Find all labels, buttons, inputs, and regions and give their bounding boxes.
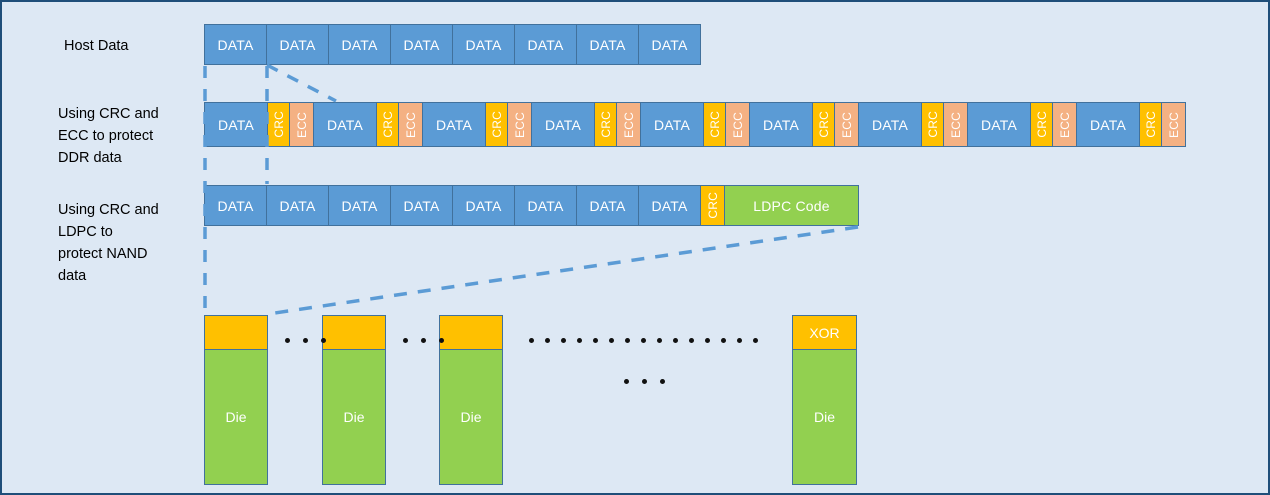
block-crc: CRC [267,102,290,147]
die-column-3: Die [439,315,503,485]
block-ecc-label: ECC [1166,111,1181,138]
block-data: DATA [204,185,267,226]
die-body-cell: Die [439,350,503,485]
die-body-cell: Die [322,350,386,485]
block-ecc: ECC [398,102,423,147]
ellipsis-lower-row [624,379,665,384]
block-data: DATA [204,24,267,65]
block-data: DATA [452,24,515,65]
block-crc-label: CRC [705,192,720,219]
ellipsis-between-die2-die3 [403,338,444,343]
block-data: DATA [452,185,515,226]
block-data: DATA [749,102,813,147]
block-data: DATA [576,24,639,65]
block-crc: CRC [1139,102,1162,147]
block-ecc: ECC [616,102,641,147]
die-column-1: Die [204,315,268,485]
block-crc-label: CRC [380,111,395,138]
block-ecc-label: ECC [1057,111,1072,138]
block-ecc-label: ECC [512,111,527,138]
block-data: DATA [967,102,1031,147]
die-body-cell: Die [792,350,857,485]
connector-diagonal-host-to-ddr [266,63,337,103]
block-crc: CRC [594,102,617,147]
die-column-2: Die [322,315,386,485]
row-label-host-data: Host Data [64,38,129,54]
block-crc-label: CRC [925,111,940,138]
block-ecc: ECC [1052,102,1077,147]
block-data: DATA [422,102,486,147]
block-data: DATA [858,102,922,147]
block-ecc-label: ECC [294,111,309,138]
die-top-cell [322,315,386,350]
block-ecc: ECC [507,102,532,147]
block-crc: CRC [485,102,508,147]
block-crc: CRC [921,102,944,147]
block-ecc-label: ECC [621,111,636,138]
block-data: DATA [514,185,577,226]
row-label-nand-protect: Using CRC and LDPC to protect NAND data [58,202,159,284]
block-ecc: ECC [834,102,859,147]
block-ecc-label: ECC [403,111,418,138]
block-data: DATA [390,24,453,65]
block-crc-label: CRC [271,111,286,138]
ellipsis-long-row [529,338,758,343]
block-data: DATA [531,102,595,147]
block-data: DATA [640,102,704,147]
row-label-ddr-protect: Using CRC and ECC to protect DDR data [58,106,159,166]
block-data: DATA [1076,102,1140,147]
die-column-xor: XOR Die [792,315,857,485]
block-ldpc: LDPC Code [724,185,859,226]
block-data: DATA [390,185,453,226]
block-data: DATA [328,185,391,226]
block-crc: CRC [812,102,835,147]
die-body-cell: Die [204,350,268,485]
block-data: DATA [576,185,639,226]
xor-cell: XOR [792,315,857,350]
block-crc-label: CRC [1034,111,1049,138]
block-crc: CRC [376,102,399,147]
block-data: DATA [514,24,577,65]
block-ecc-label: ECC [730,111,745,138]
block-data: DATA [313,102,377,147]
block-ecc-label: ECC [839,111,854,138]
block-data: DATA [204,102,268,147]
block-ecc-label: ECC [948,111,963,138]
block-data: DATA [266,24,329,65]
die-top-cell [439,315,503,350]
block-crc: CRC [703,102,726,147]
block-crc-label: CRC [1143,111,1158,138]
ellipsis-between-die1-die2 [285,338,326,343]
block-data: DATA [328,24,391,65]
block-ecc: ECC [943,102,968,147]
block-crc: CRC [1030,102,1053,147]
block-ecc: ECC [289,102,314,147]
block-ecc: ECC [725,102,750,147]
block-ecc: ECC [1161,102,1186,147]
block-data: DATA [638,24,701,65]
block-crc-label: CRC [707,111,722,138]
block-data: DATA [638,185,701,226]
block-data: DATA [266,185,329,226]
die-top-cell [204,315,268,350]
block-crc-label: CRC [598,111,613,138]
block-crc: CRC [700,185,725,226]
connector-diagonal-nand-to-die [267,225,859,316]
block-crc-label: CRC [489,111,504,138]
block-crc-label: CRC [816,111,831,138]
